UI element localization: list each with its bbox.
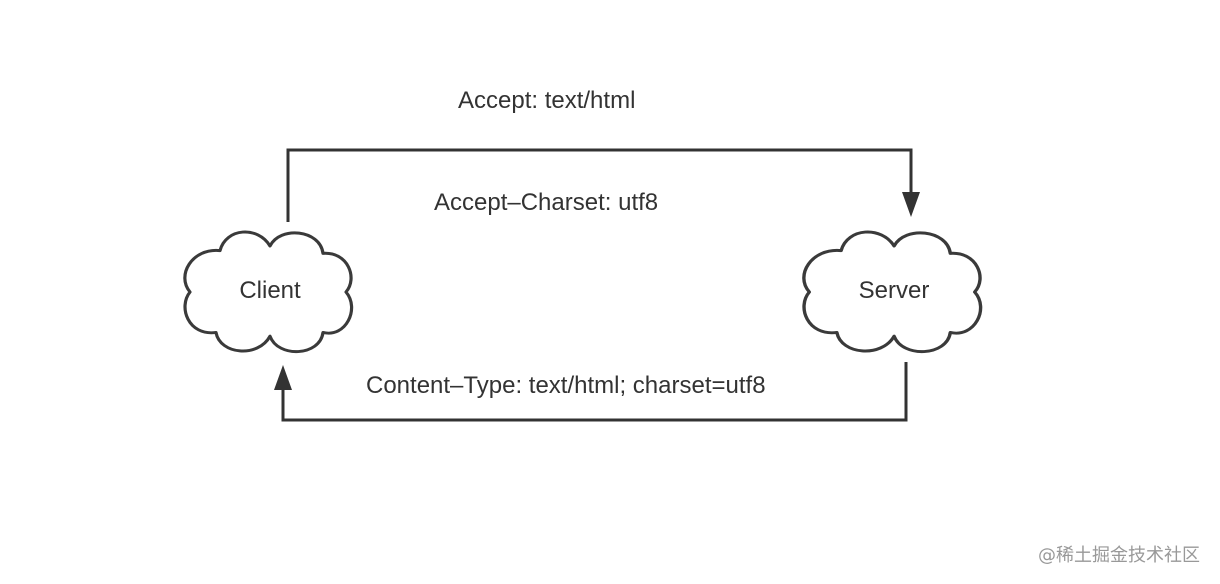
request-label-accept: Accept: text/html	[458, 87, 636, 114]
response-label-content-type: Content–Type: text/html; charset=utf8	[366, 372, 766, 399]
response-arrowhead	[274, 365, 292, 390]
request-arrowhead	[902, 192, 920, 217]
client-node-label: Client	[239, 277, 301, 304]
response-arrow-line	[281, 362, 908, 422]
server-node-label: Server	[858, 277, 930, 304]
request-label-accept-charset: Accept–Charset: utf8	[434, 189, 659, 216]
watermark: @稀土掘金技术社区	[1038, 545, 1200, 566]
request-arrow-line	[286, 148, 913, 222]
